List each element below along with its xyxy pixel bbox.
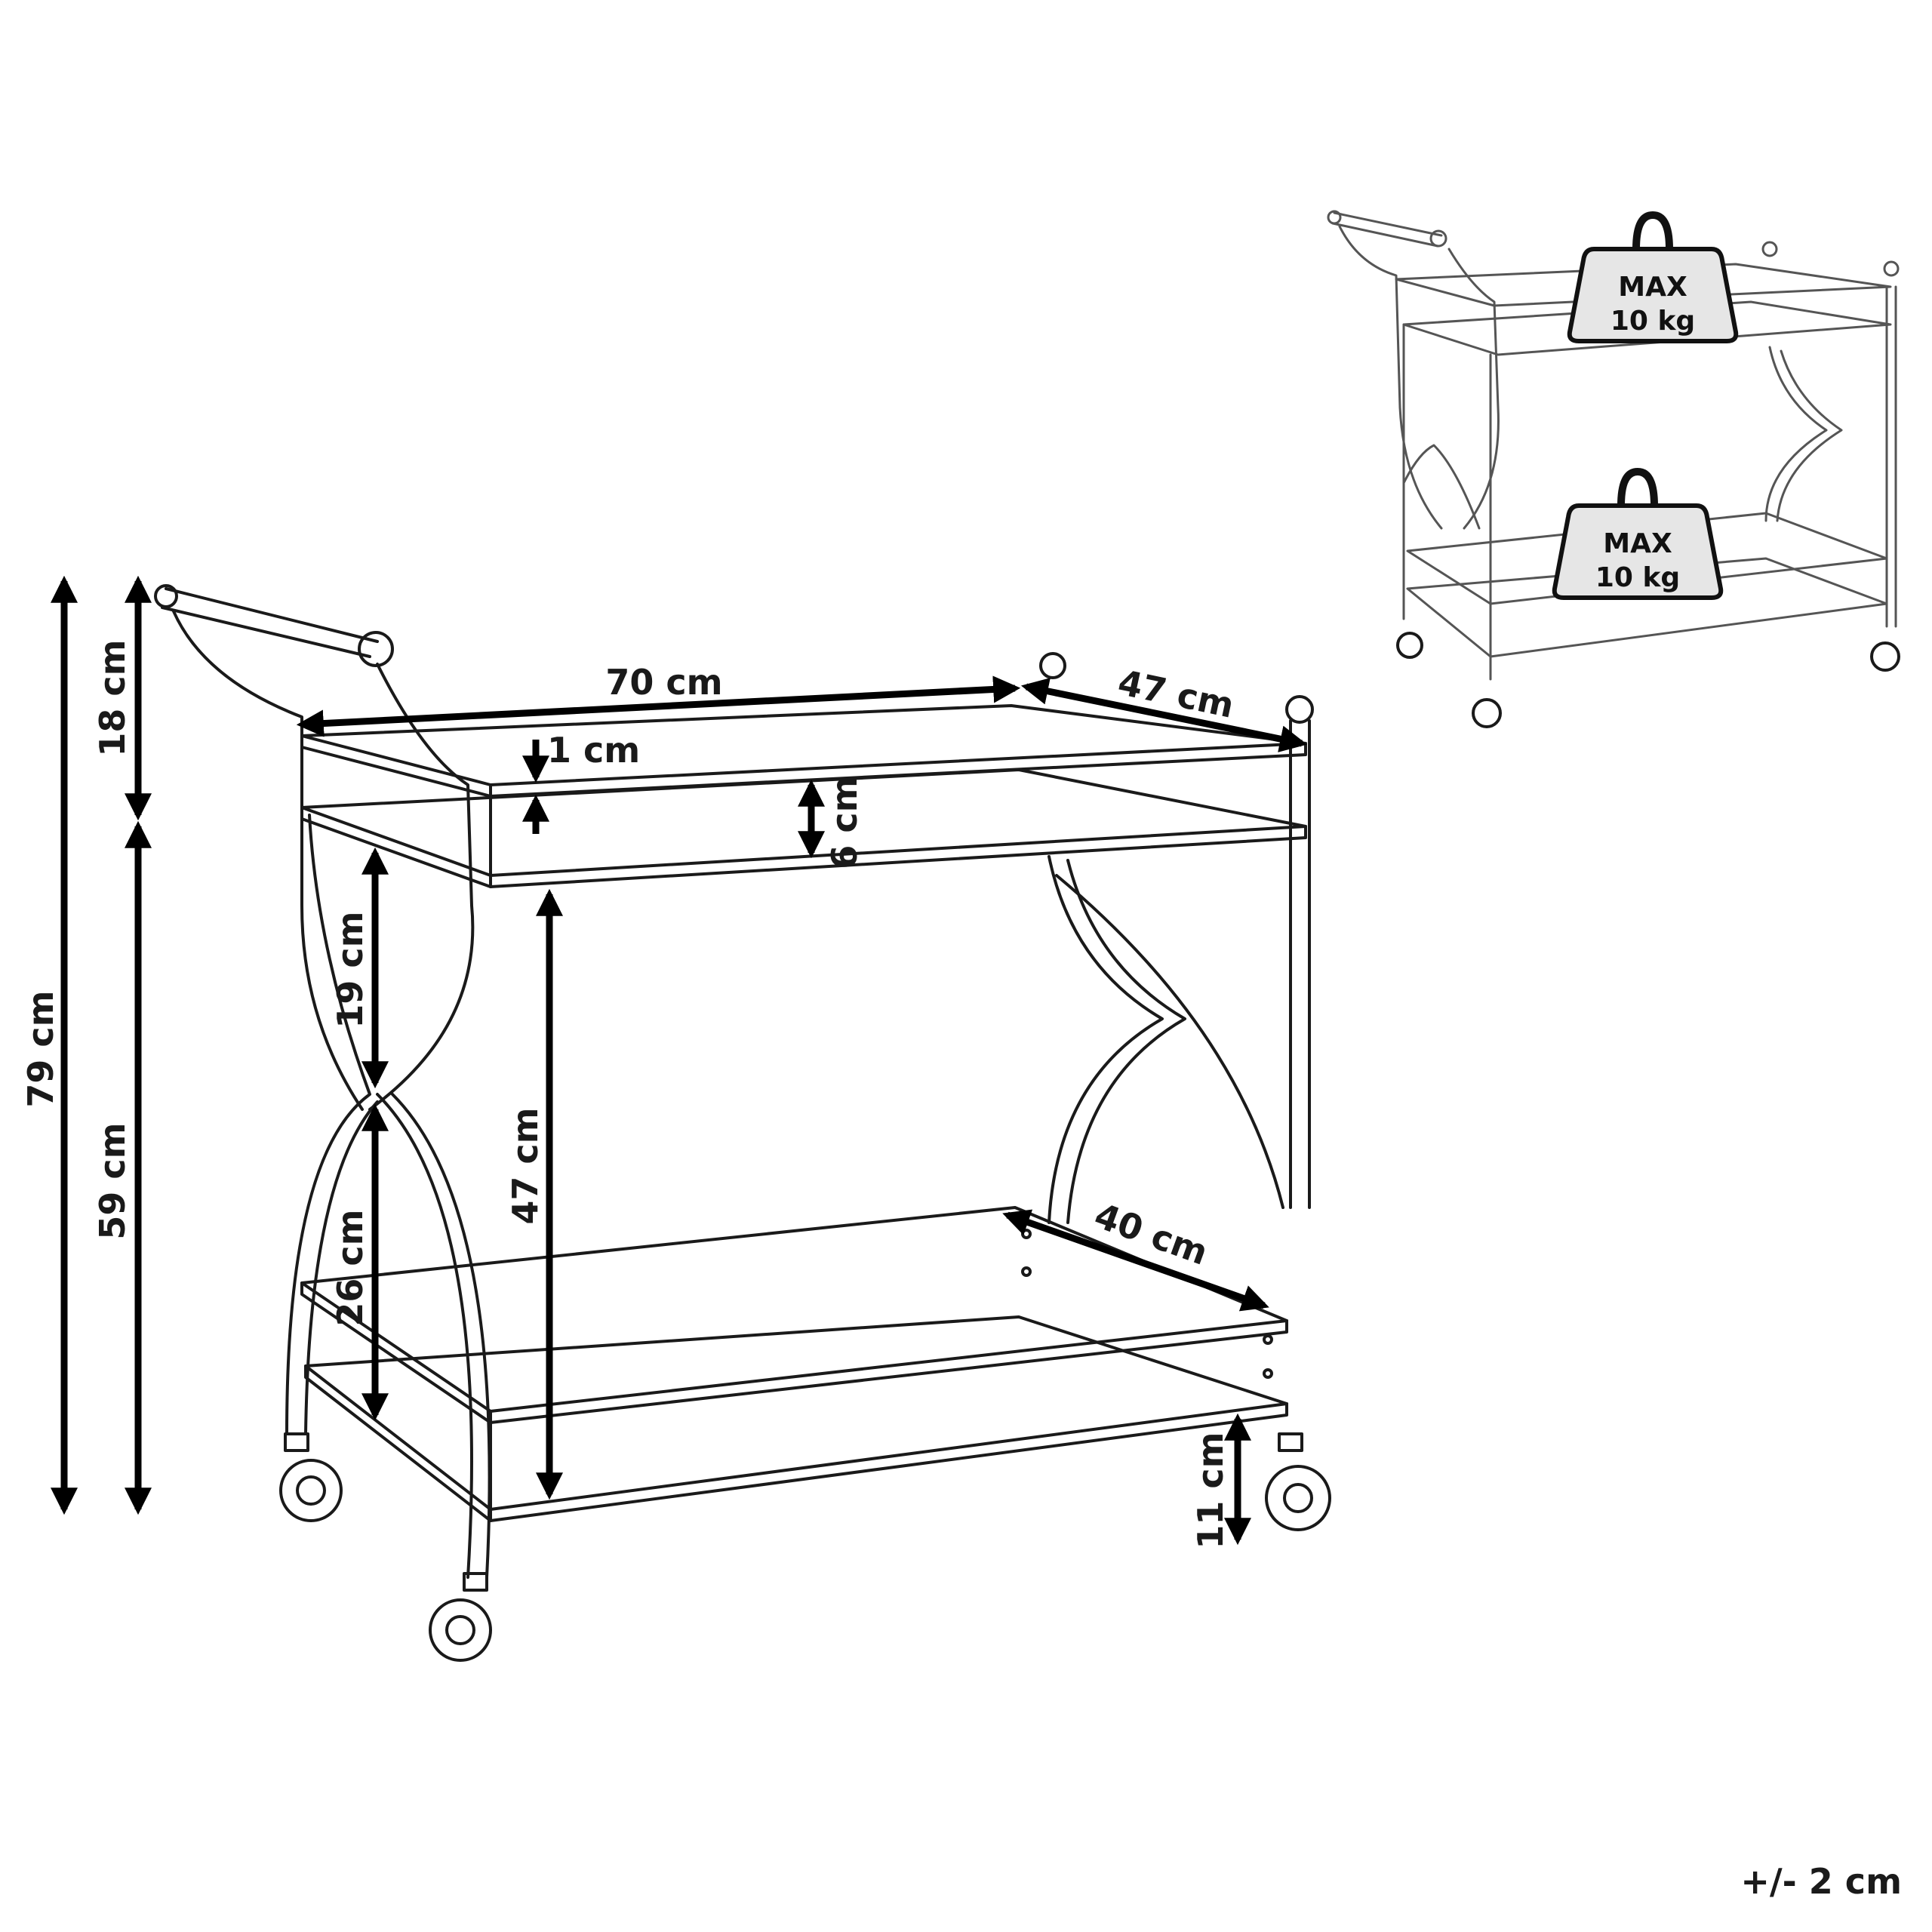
load-label-bottom-line1: MAX	[1603, 528, 1672, 559]
label-body-height: 59 cm	[92, 1122, 133, 1239]
label-lower-leg: 26 cm	[330, 1209, 371, 1326]
label-rim-height: 6 cm	[824, 776, 865, 869]
label-total-height: 79 cm	[20, 990, 61, 1107]
wheel-left-front	[429, 1572, 492, 1662]
main-cart	[154, 584, 1331, 1662]
weight-icon-bottom	[1552, 467, 1724, 600]
dimension-arrows	[51, 575, 1308, 1546]
load-label-top-line1: MAX	[1618, 272, 1687, 303]
label-rim-thickness: 1 cm	[547, 730, 640, 771]
tolerance-note: +/- 2 cm	[1740, 1861, 1902, 1902]
label-width: 70 cm	[605, 662, 722, 703]
label-shelf-gap: 47 cm	[505, 1107, 546, 1224]
weight-icon-top	[1567, 211, 1739, 343]
load-label-bottom-line2: 10 kg	[1595, 562, 1680, 593]
wheel-left-back	[279, 1432, 343, 1522]
label-bottom-depth: 40 cm	[1089, 1195, 1213, 1273]
label-wheel-height: 11 cm	[1190, 1432, 1231, 1549]
load-label-top-line2: 10 kg	[1611, 306, 1695, 337]
label-upper-leg: 19 cm	[330, 911, 371, 1028]
label-handle-height: 18 cm	[92, 639, 133, 756]
wheel-right-front	[1265, 1432, 1331, 1531]
